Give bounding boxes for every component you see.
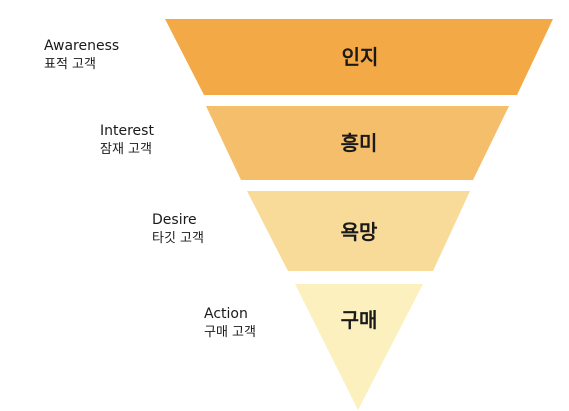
stage-label-action: Action 구매 고객: [204, 305, 256, 341]
stage-label-desire: Desire 타깃 고객: [152, 211, 204, 247]
stage-label-en: Awareness: [44, 38, 120, 54]
stage-label-ko: 타깃 고객: [152, 230, 204, 246]
stage-name-action: 구매: [341, 308, 378, 332]
stage-label-awareness: Awareness 표적 고객: [44, 37, 119, 73]
stage-label-ko: 구매 고객: [204, 324, 256, 340]
stage-label-en: Desire: [152, 212, 197, 228]
funnel-stage-interest: [206, 106, 509, 180]
stage-name-awareness: 인지: [342, 45, 379, 69]
stage-label-en: Action: [204, 306, 248, 322]
stage-label-en: Interest: [100, 123, 154, 139]
stage-name-desire: 욕망: [341, 220, 378, 244]
stage-label-ko: 표적 고객: [44, 56, 96, 72]
funnel-stage-desire: [247, 191, 470, 271]
funnel-stage-action: [295, 284, 423, 410]
stage-label-interest: Interest 잠재 고객: [100, 122, 154, 158]
stage-name-interest: 흥미: [341, 131, 378, 155]
funnel-stage-awareness: [165, 19, 553, 95]
stage-label-ko: 잠재 고객: [100, 141, 152, 157]
